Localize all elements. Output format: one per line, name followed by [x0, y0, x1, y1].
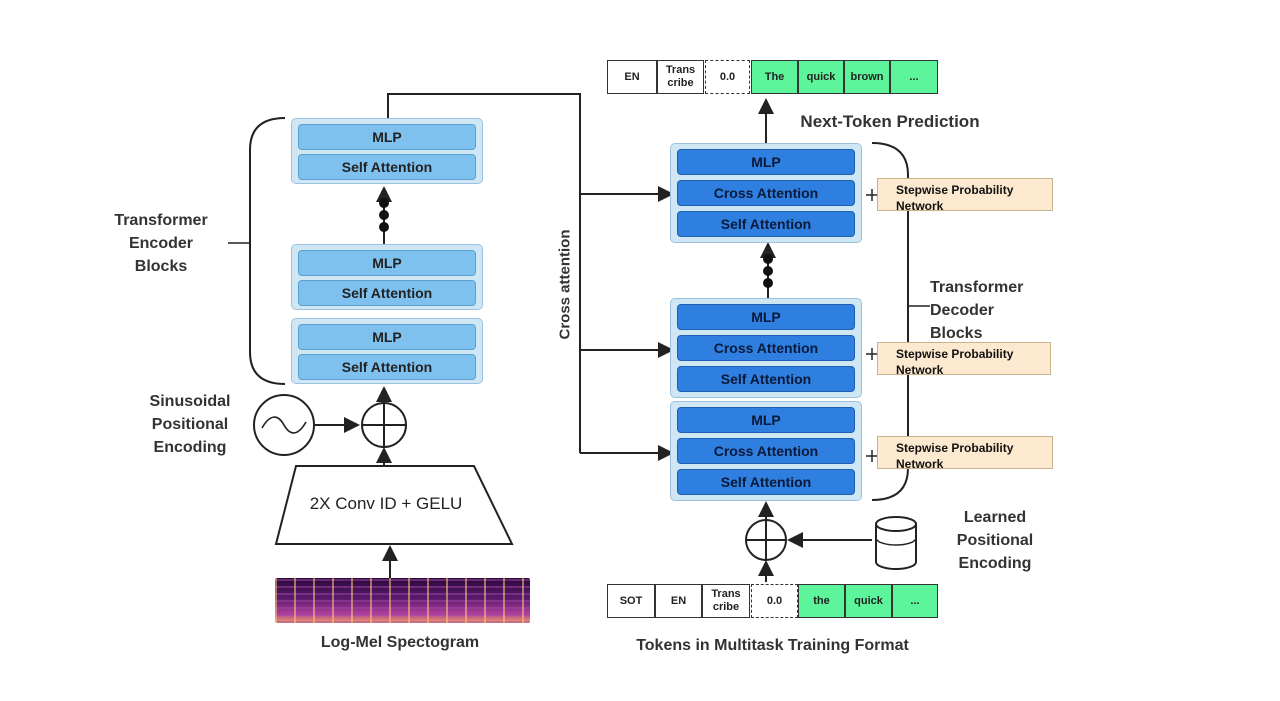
tokens-caption: Tokens in Multitask Training Format	[636, 637, 909, 654]
decoder-self-attention: Self Attention	[677, 469, 855, 495]
cross-attention-label: Cross attention	[556, 229, 574, 340]
decoder-mlp: MLP	[677, 304, 855, 330]
bottom-token-sot: SOT	[607, 584, 655, 618]
decoder-cross-attention: Cross Attention	[677, 180, 855, 206]
encoder-self-attention: Self Attention	[298, 280, 476, 306]
encoder-mlp: MLP	[298, 124, 476, 150]
bottom-token-transcribe: Trans cribe	[702, 584, 750, 618]
next-token-prediction-label: Next-Token Prediction	[800, 112, 980, 131]
decoder-block-middle: MLP Cross Attention Self Attention	[670, 298, 862, 398]
decoder-mlp: MLP	[677, 149, 855, 175]
log-mel-spectrogram-image	[275, 578, 530, 623]
top-token-timestamp: 0.0	[705, 60, 750, 94]
encoder-self-attention: Self Attention	[298, 354, 476, 380]
top-token-brown: brown	[844, 60, 890, 94]
top-token-en: EN	[607, 60, 657, 94]
encoder-block-bottom: MLP Self Attention	[291, 318, 483, 384]
stepwise-probability-network-middle: Stepwise Probability Network	[877, 342, 1051, 377]
encoder-block-middle: MLP Self Attention	[291, 244, 483, 310]
conv-gelu-label: 2X Conv ID + GELU	[309, 494, 463, 513]
encoder-self-attention: Self Attention	[298, 154, 476, 180]
bottom-token-ellipsis: ...	[892, 584, 938, 618]
decoder-block-bottom: MLP Cross Attention Self Attention	[670, 401, 862, 501]
bottom-token-the: the	[798, 584, 845, 618]
bottom-token-timestamp: 0.0	[751, 584, 798, 618]
decoder-mlp: MLP	[677, 407, 855, 433]
learned-encoding-label: Learned Positional Encoding	[956, 509, 1034, 572]
encoder-mlp: MLP	[298, 250, 476, 276]
decoder-blocks-label: Transformer Decoder Blocks	[930, 279, 1024, 342]
top-token-ellipsis: ...	[890, 60, 938, 94]
encoder-blocks-label: Transformer Encoder Blocks	[114, 212, 208, 275]
decoder-self-attention: Self Attention	[677, 211, 855, 237]
top-token-quick: quick	[798, 60, 844, 94]
top-token-the: The	[751, 60, 798, 94]
decoder-cross-attention: Cross Attention	[677, 335, 855, 361]
spectrogram-label: Log-Mel Spectogram	[320, 634, 480, 651]
sinusoidal-encoding-label: Sinusoidal Positional Encoding	[149, 393, 231, 456]
decoder-self-attention: Self Attention	[677, 366, 855, 392]
bottom-token-quick: quick	[845, 584, 892, 618]
decoder-block-top: MLP Cross Attention Self Attention	[670, 143, 862, 243]
stepwise-probability-network-bottom: Stepwise Probability Network	[877, 436, 1053, 471]
top-token-transcribe: Trans cribe	[657, 60, 704, 94]
encoder-mlp: MLP	[298, 324, 476, 350]
decoder-cross-attention: Cross Attention	[677, 438, 855, 464]
stepwise-probability-network-top: Stepwise Probability Network	[877, 178, 1053, 213]
encoder-block-top: MLP Self Attention	[291, 118, 483, 184]
bottom-token-en: EN	[655, 584, 702, 618]
